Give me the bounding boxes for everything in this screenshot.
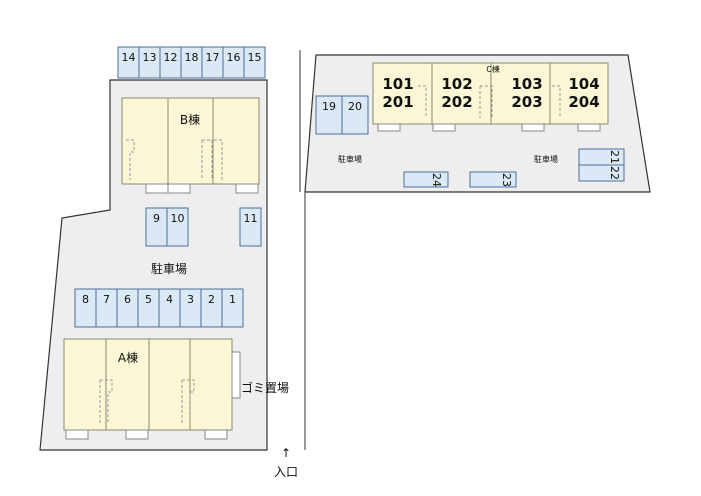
- stall-number: 15: [248, 51, 262, 64]
- ac-unit: [167, 183, 191, 194]
- ac-unit: [521, 123, 545, 132]
- parking-stall: [341, 95, 369, 135]
- ac-unit: [125, 429, 149, 440]
- unit-number: 101: [382, 75, 413, 93]
- c-front-stalls: 24 23: [403, 171, 517, 188]
- stall-number: 10: [171, 212, 185, 225]
- stall-number: 8: [82, 293, 89, 306]
- stall-number: 12: [164, 51, 178, 64]
- stall-number: 7: [103, 293, 110, 306]
- unit-number: 103: [511, 75, 542, 93]
- unit-number: 201: [382, 93, 413, 111]
- stall-number: 14: [122, 51, 136, 64]
- unit-number: 102: [441, 75, 472, 93]
- ac-unit: [145, 183, 169, 194]
- building-a-label: A棟: [118, 350, 138, 365]
- stall-number: 16: [227, 51, 241, 64]
- ac-unit: [577, 123, 601, 132]
- stall-number: 11: [244, 212, 258, 225]
- stall-number: 22: [608, 166, 621, 180]
- parking-label: 駐車場: [151, 261, 187, 276]
- stall-number: 1: [229, 293, 236, 306]
- garbage-enclosure: [231, 351, 241, 399]
- top-stall-row: 14 13 12 18 17 16 15: [117, 46, 266, 79]
- entrance-label: 入口: [274, 465, 298, 479]
- parking-label: 駐車場: [338, 154, 362, 164]
- building-b: B棟: [121, 97, 260, 194]
- stair-outline: [126, 139, 135, 180]
- stall-number: 19: [322, 100, 336, 113]
- unit-number: 104: [568, 75, 599, 93]
- ac-unit: [432, 123, 456, 132]
- stall-number: 24: [430, 173, 443, 187]
- building-c: C棟 101 201 102 202 103 203 104 204: [372, 62, 609, 132]
- parking-stall: [578, 164, 625, 182]
- stair-outline: [479, 85, 493, 118]
- stall-number: 13: [143, 51, 157, 64]
- garbage-label: ゴミ置場: [241, 380, 289, 395]
- stair-outline: [552, 85, 561, 118]
- building-b-body: [121, 97, 260, 185]
- building-b-label: B棟: [180, 112, 200, 127]
- stair-outline: [418, 85, 427, 118]
- unit-number: 202: [441, 93, 472, 111]
- ac-unit: [377, 123, 401, 132]
- ac-unit: [65, 429, 89, 440]
- stall-number: 3: [187, 293, 194, 306]
- entrance-arrow: ↑: [281, 446, 291, 460]
- stair-outline: [99, 379, 113, 424]
- stall-number: 5: [145, 293, 152, 306]
- stall-number: 2: [208, 293, 215, 306]
- middle-stalls: 9 10 11: [145, 207, 262, 247]
- parking-stall: [221, 288, 244, 328]
- stair-outline: [181, 379, 195, 424]
- parking-stall: [166, 207, 189, 247]
- bottom-stall-row: 8 7 6 5 4 3 2 1: [74, 288, 244, 328]
- c-left-stalls: 19 20: [315, 95, 369, 135]
- stall-number: 17: [206, 51, 220, 64]
- stair-outline: [201, 139, 213, 180]
- stall-number: 9: [153, 212, 160, 225]
- parking-stall: [469, 171, 517, 188]
- parking-label: 駐車場: [534, 154, 558, 164]
- parking-stall: [239, 207, 262, 247]
- c-right-stalls: 21 22: [578, 148, 625, 182]
- stall-number: 4: [166, 293, 173, 306]
- stall-number: 18: [185, 51, 199, 64]
- building-a: A棟: [63, 338, 233, 440]
- ac-unit: [204, 429, 228, 440]
- ac-unit: [235, 183, 259, 194]
- parking-stall: [315, 95, 343, 135]
- stall-number: 23: [500, 173, 513, 187]
- parking-stall: [403, 171, 449, 188]
- building-c-label: C棟: [486, 64, 500, 74]
- stair-outline: [214, 139, 223, 180]
- stall-number: 21: [608, 150, 621, 164]
- building-a-body: [63, 338, 233, 431]
- stall-number: 20: [348, 100, 362, 113]
- parking-stall: [243, 46, 266, 79]
- unit-number: 204: [568, 93, 599, 111]
- unit-number: 203: [511, 93, 542, 111]
- stall-number: 6: [124, 293, 131, 306]
